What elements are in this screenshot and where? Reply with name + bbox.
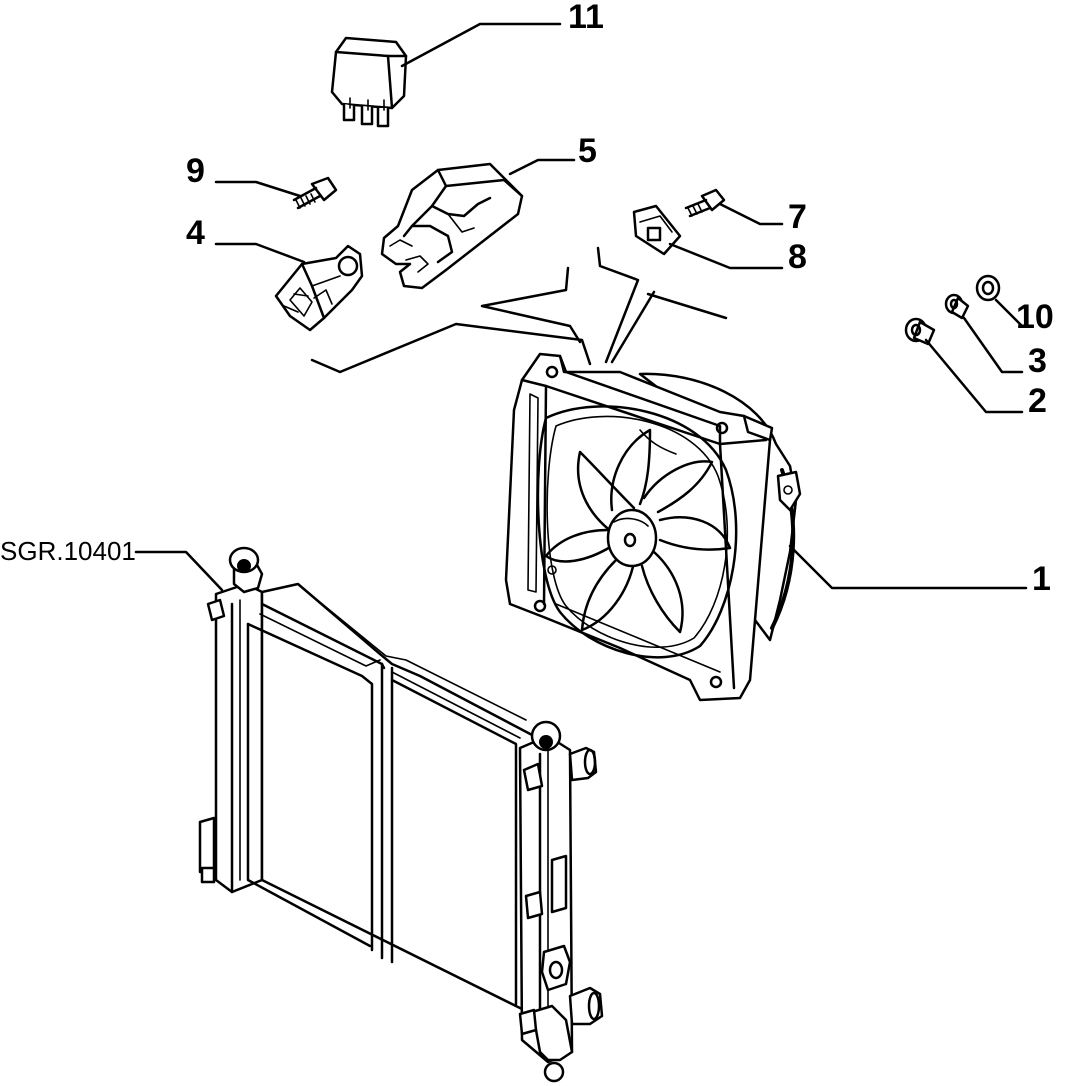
relay-part-11 [330,36,408,128]
bushing-part-3 [944,293,970,320]
bracket-part-5 [380,162,524,290]
screw-part-7 [684,188,726,218]
leader-line-reference [134,550,224,592]
sensor-part-4 [274,244,364,332]
leader-line-10 [994,298,1024,328]
leader-line-2 [924,338,1024,414]
radiator [198,546,604,1083]
clip-nut-part-8 [632,204,682,256]
callout-11: 11 [568,0,604,36]
leader-line-3 [962,316,1024,374]
leader-line-1 [788,544,1028,590]
callout-8: 8 [788,238,807,276]
screw-part-9 [292,176,338,210]
leader-line-11 [400,22,562,68]
grommet-part-10 [975,274,1001,302]
callout-4: 4 [186,214,205,252]
assembly-guide-lines [310,246,728,374]
callout-3: 3 [1028,342,1047,380]
bushing-part-2 [904,317,936,346]
fan-shroud-part-1 [504,352,802,702]
callout-1: 1 [1032,560,1051,598]
callout-10: 10 [1016,298,1054,336]
reference-code: SGR.10401 [0,536,136,566]
callout-7: 7 [788,198,807,236]
leader-line-4 [214,242,306,264]
leader-line-9 [214,180,302,198]
leader-line-8 [668,242,784,270]
leader-line-7 [718,202,784,226]
callout-5: 5 [578,132,597,170]
callout-9: 9 [186,152,205,190]
leader-line-5 [508,158,576,176]
callout-2: 2 [1028,382,1047,420]
